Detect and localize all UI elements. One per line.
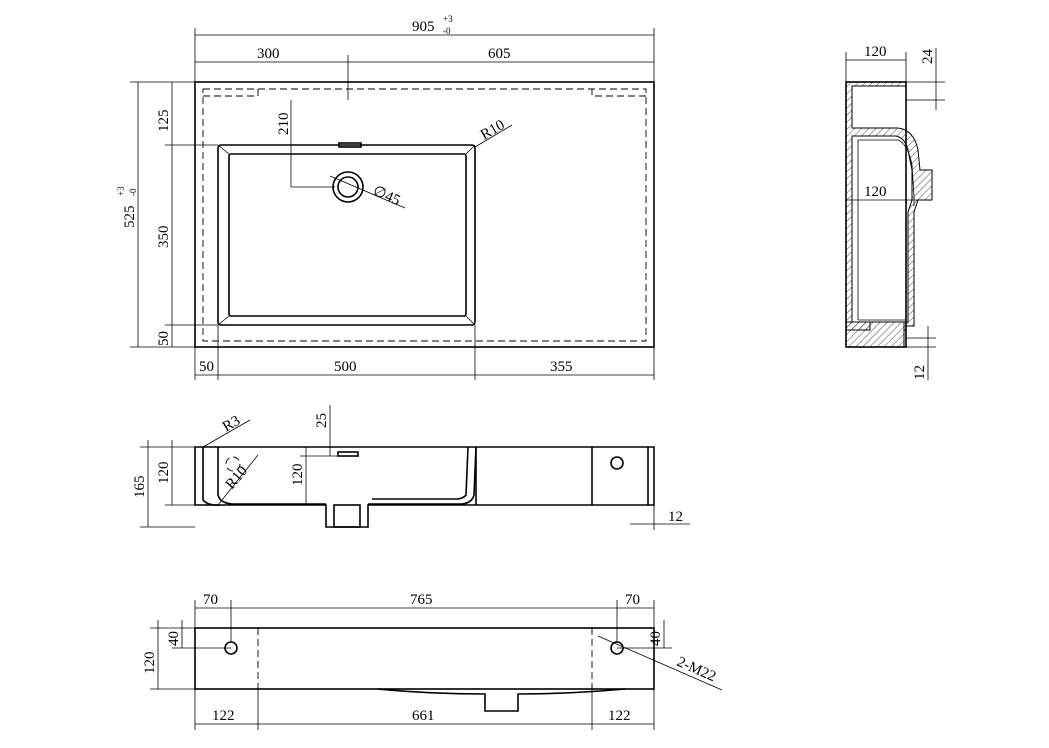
dim-back-hole-spacing: 765 — [410, 592, 433, 608]
back-view: 70 765 70 120 40 40 2-M22 122 661 122 — [142, 592, 723, 730]
dim-back-right-hole-height: 40 — [648, 631, 664, 646]
section-overflow-slot — [337, 451, 359, 457]
dim-back-left-hole-offset: 70 — [203, 592, 218, 608]
section-view: 165 120 25 120 R3 R10 12 — [132, 405, 690, 530]
top-view: 905 +3 -0 300 605 525 +3 -0 125 350 50 2… — [116, 14, 655, 380]
right-slot — [591, 89, 646, 97]
section-basin-inner-right — [372, 446, 469, 500]
dim-shelf-width: 355 — [550, 359, 573, 375]
dim-tap-to-drain: 210 — [276, 113, 292, 136]
drain-inner — [337, 176, 359, 198]
top-view-outline — [194, 81, 655, 348]
dim-basin-depth: 350 — [156, 226, 172, 249]
dim-back-height: 120 — [142, 652, 158, 675]
side-view: 120 24 120 12 — [845, 44, 945, 380]
dim-front-margin: 125 — [156, 110, 172, 133]
basin-inner — [228, 153, 467, 317]
dim-back-middle-length: 661 — [412, 708, 435, 724]
overflow-slot — [338, 142, 362, 148]
side-section-base — [845, 321, 905, 348]
back-drain-profile — [377, 688, 626, 712]
dim-back-right-return: 122 — [608, 708, 631, 724]
dim-overall-width-tol-plus: +3 — [443, 14, 453, 24]
dim-side-top-width: 120 — [864, 44, 887, 60]
dim-section-drain-height: 120 — [290, 464, 306, 487]
section-left-fillet — [202, 499, 221, 506]
section-radius-marker — [225, 456, 241, 472]
basin-outer — [217, 144, 476, 326]
top-view-hidden-edge — [202, 88, 647, 342]
label-back-thread: 2-M22 — [674, 654, 718, 685]
dim-basin-width: 500 — [334, 359, 357, 375]
label-corner-radius: R10 — [478, 117, 508, 143]
section-basin-right — [368, 446, 477, 505]
left-slot — [203, 89, 259, 97]
dim-section-inner-height: 120 — [156, 462, 172, 485]
section-tap-hole — [610, 456, 624, 470]
dim-tap-offset: 300 — [257, 46, 280, 62]
dim-overall-depth-tol-plus: +3 — [116, 186, 126, 196]
dim-side-bottom-offset: 12 — [912, 365, 928, 380]
dim-overall-depth: 525 — [122, 206, 138, 229]
side-inner-curve — [858, 139, 915, 206]
dim-back-left-hole-height: 40 — [166, 631, 182, 646]
label-section-rim-radius: R3 — [220, 413, 243, 436]
dim-section-overflow-depth: 25 — [314, 413, 330, 428]
dim-back-right-hole-offset: 70 — [625, 592, 640, 608]
dim-side-rim-height: 24 — [920, 49, 936, 65]
dim-overall-width: 905 — [412, 19, 435, 35]
dim-overall-width-tol-minus: -0 — [443, 26, 451, 36]
section-outline — [194, 446, 655, 528]
dim-right-of-tap: 605 — [488, 46, 511, 62]
label-section-inner-radius: R10 — [223, 463, 251, 492]
dim-side-mid-width: 120 — [864, 184, 887, 200]
side-outline — [845, 81, 907, 348]
dim-back-left-return: 122 — [212, 708, 235, 724]
back-outline — [194, 627, 655, 690]
dim-left-margin: 50 — [199, 359, 214, 375]
section-basin-left — [217, 447, 326, 505]
label-drain-dia: ∅45 — [370, 183, 402, 209]
section-drain-stub — [333, 504, 361, 528]
dim-section-bottom-offset: 12 — [668, 509, 683, 525]
side-section-shell — [845, 81, 933, 331]
dim-section-total-height: 165 — [132, 476, 148, 499]
dim-back-margin: 50 — [156, 331, 172, 346]
dim-overall-depth-tol-minus: -0 — [128, 188, 138, 196]
